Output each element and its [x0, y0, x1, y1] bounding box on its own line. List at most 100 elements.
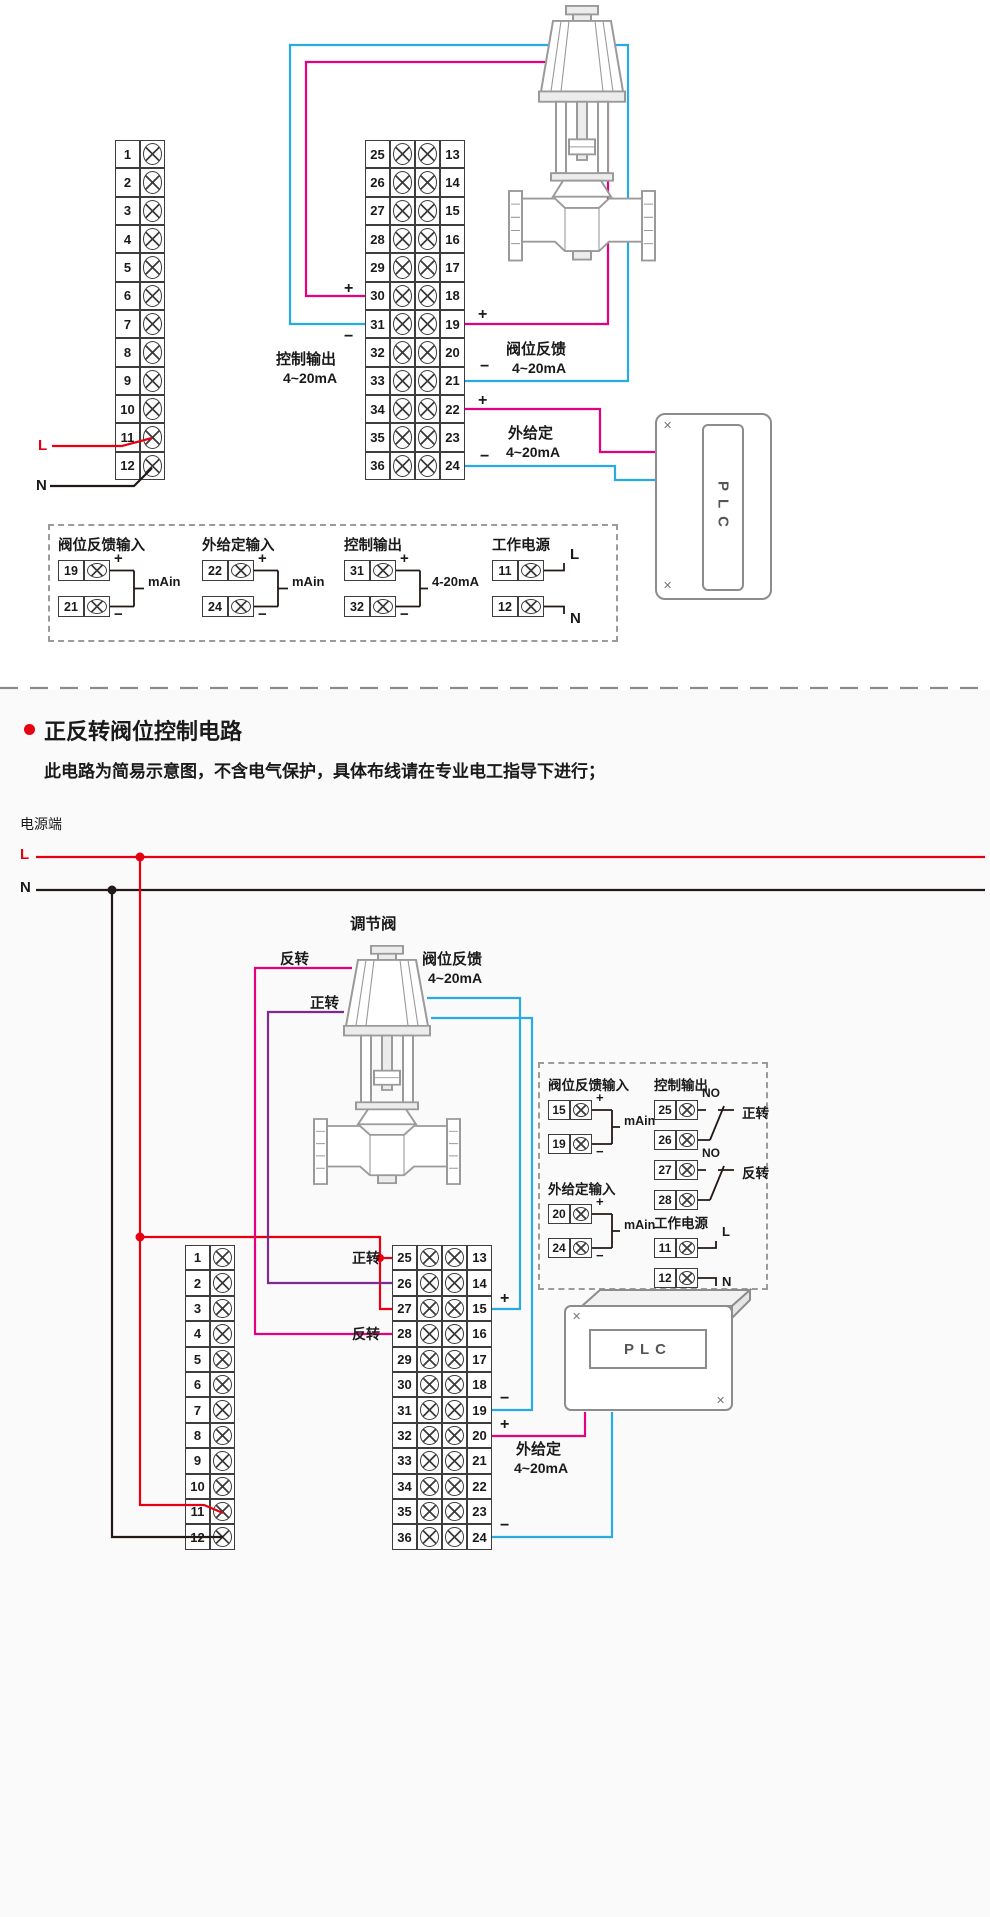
terminal-screw-icon	[390, 309, 415, 339]
terminal-screw-icon	[415, 423, 440, 452]
terminal-screw-icon	[415, 281, 440, 310]
terminal-number: 6	[185, 1372, 210, 1398]
terminal-screw-icon	[442, 1295, 467, 1322]
terminal-row: 8	[115, 338, 165, 367]
terminal-row: 29 17	[365, 253, 465, 282]
polarity-sign: +	[114, 550, 123, 567]
terminal-number-right: 17	[467, 1346, 492, 1373]
signal-tag: mAin	[624, 1114, 656, 1128]
control-valve-figure-top	[508, 5, 656, 262]
bottom-section-background	[0, 690, 990, 1917]
terminal-number-left: 26	[365, 168, 390, 197]
minus-sign-terminal-19: −	[500, 1390, 510, 1407]
terminal-number: 24	[202, 596, 228, 617]
terminal-row: 32 20	[365, 338, 465, 367]
terminal-number: 27	[654, 1160, 676, 1180]
terminal-row: 35 23	[392, 1499, 492, 1525]
terminal-screw-icon	[518, 560, 544, 581]
legend-group-title: 控制输出	[654, 1078, 708, 1093]
terminal-row: 36 24	[365, 451, 465, 480]
terminal-screw-icon	[417, 1321, 442, 1347]
terminal-number-left: 32	[392, 1422, 417, 1449]
terminal-screw-icon	[676, 1268, 698, 1288]
terminal-screw-icon	[210, 1270, 235, 1296]
terminal-screw-icon	[210, 1372, 235, 1398]
terminal-number: 5	[185, 1346, 210, 1373]
terminal-screw-icon	[442, 1245, 467, 1271]
minus-sign-terminal-24: −	[480, 448, 490, 465]
control-output-range: 4~20mA	[283, 370, 338, 386]
terminal-number: 10	[115, 394, 140, 424]
terminal-number: 11	[115, 423, 140, 452]
terminal-screw-icon	[390, 224, 415, 254]
terminal-screw-icon	[415, 338, 440, 367]
terminal-row: 2	[185, 1270, 235, 1296]
terminal-number-left: 33	[365, 366, 390, 395]
terminal-row: 3	[115, 196, 165, 225]
terminal-number-right: 22	[440, 394, 465, 424]
terminal-number: 4	[185, 1321, 210, 1347]
terminal-row: 9	[185, 1448, 235, 1474]
terminal-screw-icon	[442, 1346, 467, 1373]
terminal-screw-icon	[140, 140, 165, 169]
terminal-row: 29 17	[392, 1346, 492, 1373]
forward-terminal-label: 正转	[352, 1250, 380, 1266]
terminal-row: 1	[185, 1245, 235, 1271]
terminal-number-right: 19	[440, 309, 465, 339]
terminal-number: 11	[185, 1499, 210, 1525]
terminal-row: 3	[185, 1295, 235, 1322]
legend-group-title: 外给定输入	[548, 1182, 616, 1197]
terminal-number: 10	[185, 1473, 210, 1500]
terminal-screw-icon	[210, 1321, 235, 1347]
reverse-terminal-label: 反转	[352, 1326, 380, 1342]
legend-working-power-bottom: 工作电源 11 12 L N	[654, 1212, 731, 1289]
terminal-number: 25	[654, 1100, 676, 1120]
terminal-number-right: 14	[440, 168, 465, 197]
terminal-block-25-36-13-24: 25 13 26 14 27 15 28 16 29	[365, 140, 465, 480]
signal-tag: mAin	[292, 574, 325, 589]
legend-terminal-row: 27	[654, 1160, 698, 1180]
terminal-screw-icon	[442, 1448, 467, 1474]
terminal-number-right: 18	[440, 281, 465, 310]
terminal-legend-top	[48, 524, 618, 642]
terminal-screw-icon	[676, 1100, 698, 1120]
terminal-number: 22	[202, 560, 228, 581]
terminal-row: 5	[115, 253, 165, 282]
terminal-number-right: 15	[440, 196, 465, 225]
n-bus-label: N	[20, 879, 31, 896]
terminal-number: 32	[344, 596, 370, 617]
terminal-screw-icon	[442, 1524, 467, 1550]
terminal-screw-icon	[210, 1245, 235, 1271]
terminal-number-right: 15	[467, 1295, 492, 1322]
polarity-sign: −	[258, 606, 267, 623]
terminal-screw-icon	[676, 1160, 698, 1180]
terminal-number-right: 23	[467, 1499, 492, 1525]
valve-feedback-range: 4~20mA	[512, 360, 567, 376]
terminal-screw-icon	[140, 168, 165, 197]
terminal-screw-icon	[140, 253, 165, 282]
terminal-screw-icon	[415, 366, 440, 395]
terminal-number: 11	[654, 1238, 676, 1258]
terminal-number: 2	[185, 1270, 210, 1296]
terminal-row: 28 16	[392, 1321, 492, 1347]
l-bus-label: L	[20, 846, 30, 863]
terminal-screw-icon	[417, 1397, 442, 1423]
terminal-screw-icon	[676, 1238, 698, 1258]
terminal-number: 8	[115, 338, 140, 367]
power-side-label: 电源端	[20, 816, 62, 832]
polarity-sign: −	[596, 1248, 604, 1263]
legend-group-title: 工作电源	[492, 538, 550, 554]
plc-label-vertical: PLC	[702, 424, 744, 591]
signal-tag: mAin	[148, 574, 181, 589]
legend-terminal-row: 15	[548, 1100, 592, 1120]
terminal-screw-icon	[415, 451, 440, 480]
terminal-row: 7	[115, 309, 165, 339]
terminal-number-right: 24	[467, 1524, 492, 1550]
terminal-screw-icon	[417, 1499, 442, 1525]
terminal-screw-icon	[390, 338, 415, 367]
legend-group-title: 阀位反馈输入	[58, 538, 145, 554]
terminal-number-left: 31	[392, 1397, 417, 1423]
terminal-row: 12	[185, 1524, 235, 1550]
terminal-screw-icon	[442, 1321, 467, 1347]
terminal-number: 3	[115, 196, 140, 225]
